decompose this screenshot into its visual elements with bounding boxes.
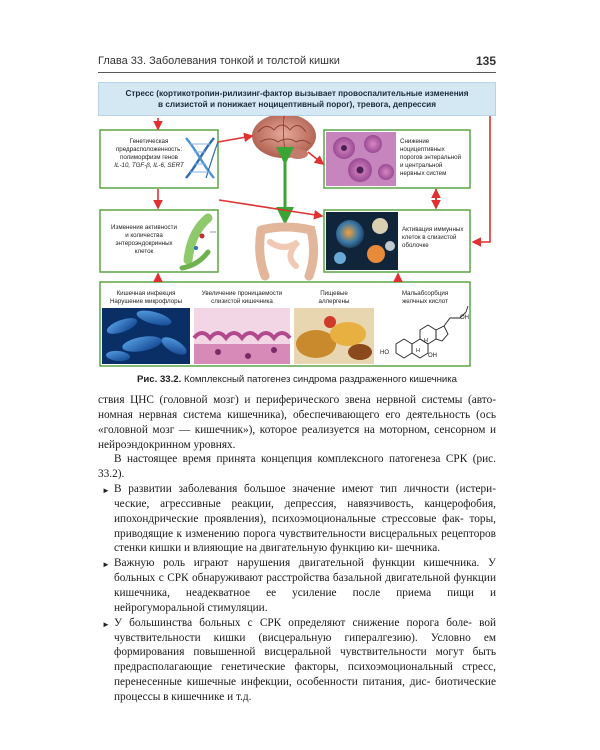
nociceptive-line-3: порогов энтеральной [400,154,462,161]
body-text: ствия ЦНС (головной мозг) и периферическ… [98,393,496,705]
infection-line-2: Нарушение микрофлоры [109,298,183,305]
immune-line-3: оболочке [402,242,429,249]
malabsorption-label: Мальабсорбция желчных кислот [382,290,468,306]
b3-line-5: стресс, перенесенные кишечные инфекции, … [114,661,496,689]
stress-box: Стресс (кортикотропин-рилизинг-фактор вы… [98,82,496,116]
chapter-title: Глава 33. Заболевания тонкой и толстой к… [98,55,340,67]
malabsorption-line-2: желчных кислот [402,298,448,305]
b3-line-2: вой чувствительности кишки (висцеральную… [114,616,497,644]
bacteria-image [102,308,190,364]
bullet-marker-icon: ► [102,619,110,629]
brain-image [252,114,316,159]
permeability-label: Увеличение проницаемости слизистой кишеч… [194,290,290,306]
nociceptive-line-2: ноцицептивных [400,146,445,153]
p1-line-4: и нейроэндокринном уровнях. [98,423,497,451]
allergen-label: Пищевые аллергены [294,290,374,306]
pathogenesis-figure: Стресс (кортикотропин-рилизинг-фактор вы… [98,82,496,368]
bullet-marker-icon: ► [102,560,110,570]
intestine-image [255,222,319,281]
genetics-line-4: IL-10, TGF-β, IL-6, SERT [114,162,184,169]
bile-acid-structure-image [395,305,469,359]
immune-line-1: Активация иммунных [402,226,464,233]
genetics-line-3: полиморфизм генов [120,154,178,161]
stress-line-1: Стресс (кортикотропин-рилизинг-фактор вы… [125,89,469,98]
b2-line-3: функции кишечника, неадекватное ее усиле… [114,572,497,599]
immune-label: Активация иммунных клеток в слизистой об… [402,226,470,250]
paragraph-1: ствия ЦНС (головной мозг) и периферическ… [98,393,496,452]
p1-line-1: ствия ЦНС (головной мозг) и периферическ… [98,394,496,406]
p1-line-2: номная нервная система кишечника), обесп… [98,408,496,421]
permeability-line-2: слизистой кишечника [211,298,273,305]
food-allergen-image [294,308,374,364]
figure-caption: Рис. 33.2. Комплексный патогенез синдром… [98,374,496,385]
allergen-line-2: аллергены [318,298,350,305]
header-rule [98,72,496,73]
b1-line-6: шечника. [395,542,441,555]
b3-line-6: биотические процессы в кишечнике и т.д. [114,676,496,703]
enteroendocrine-line-1: Изменение активности [111,224,177,231]
infection-line-1: Кишечная инфекция [116,290,176,297]
chem-oh-top: OH [460,315,469,321]
infection-label: Кишечная инфекция Нарушение микрофлоры [102,290,190,306]
cell-histology-image [326,132,396,186]
bullet-marker-icon: ► [102,486,110,496]
bullet-item-2: ► Важную роль играют нарушения двигатель… [98,556,496,615]
caption-text: Комплексный патогенез синдрома раздражен… [183,374,457,385]
bullet-item-3: ► У большинства больных с СРК определяют… [98,616,496,705]
b1-line-2: ческие, агрессивные реакции, депрессия, … [114,497,496,510]
b1-line-1: В развитии заболевания большое значение … [114,483,496,496]
b1-line-4: торы, приводящие к изменению порога чувс… [114,512,496,540]
b2-line-4: и нейрогуморальной стимуляции. [114,586,496,614]
stress-line-2: в слизистой и понижает ноцицептивный пор… [158,100,436,109]
allergen-line-1: Пищевые [320,290,348,297]
b3-line-4: быть предрасполагающие генетические факт… [114,646,496,674]
b1-line-5: рецепторов стенки кишки и влияющие на дв… [114,527,496,555]
enteroendocrine-label: Изменение активности и количества энтеро… [104,224,184,256]
nociceptive-line-5: нервных систем [400,170,447,177]
figure-graphics [99,101,496,367]
b3-line-3: ем формирования повышенной висцеральной … [114,631,496,659]
bullet-item-1: ► В развитии заболевания большое значени… [98,482,496,556]
genetics-line-2: предрасположенность: [115,146,183,153]
chem-ho: HO [380,350,389,356]
mucosa-histology-image [192,308,292,364]
enteroendocrine-line-2: и количества [125,232,163,239]
paragraph-2: В настоящее время принята концепция комп… [98,452,496,482]
b3-line-1: У большинства больных с СРК определяют с… [114,616,472,629]
permeability-line-1: Увеличение проницаемости [201,290,283,297]
p2-line-2: (рис. 33.2). [98,453,496,481]
genetics-line-1: Генетическая [129,138,169,145]
p1-line-3: «головной мозг — кишечник»), которое реа… [98,423,486,436]
p2-line-1: В настоящее время принята концепция комп… [114,453,468,466]
enteroendocrine-line-4: клеток [134,248,154,255]
b2-line-1: Важную роль играют нарушения двигательно… [114,557,480,570]
b2-line-2: У больных с СРК обнаруживают расстройств… [114,557,496,585]
page-number: 135 [475,54,496,68]
enteroendocrine-image [179,213,216,271]
immune-line-2: клеток в слизистой [402,234,457,241]
nociceptive-line-4: и центральной [400,162,443,169]
malabsorption-line-1: Мальабсорбция [401,290,449,297]
immune-cells-image [326,212,398,270]
genetics-label: Генетическая предрасположенность: полимо… [106,138,192,170]
b1-line-3: ипохондрические проявления), психоэмоцио… [114,512,464,525]
caption-label: Рис. 33.2. [137,374,182,385]
enteroendocrine-line-3: энтероэндокринных [115,240,173,247]
nociceptive-label: Снижение ноцицептивных порогов энтеральн… [400,138,470,178]
nociceptive-line-1: Снижение [400,138,430,145]
chem-oh-bottom: OH [428,353,437,359]
chem-h-1: H [424,338,428,344]
dna-image [185,137,219,179]
running-header: Глава 33. Заболевания тонкой и толстой к… [98,54,496,72]
chem-h-2: H [416,348,420,354]
